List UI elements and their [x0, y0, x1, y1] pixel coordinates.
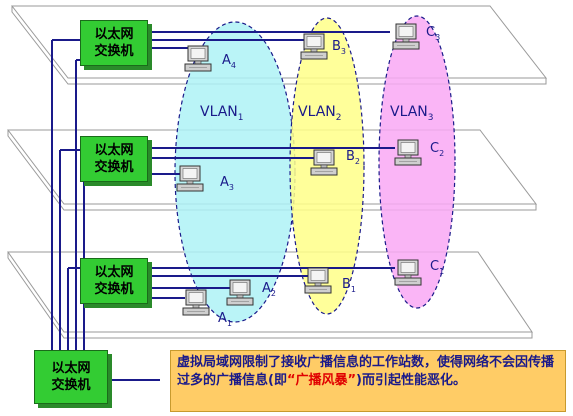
- switch-label-line2: 交换机: [94, 160, 134, 175]
- switch-label-line2: 交换机: [94, 282, 134, 297]
- pc-c1-icon: [394, 259, 422, 286]
- pc-b3-icon: [300, 33, 328, 60]
- pc-a3-icon: [176, 165, 204, 192]
- switch-label-line1: 以太网: [94, 27, 134, 42]
- station-label-c2: C2: [430, 141, 444, 158]
- note-text-part2: )而引起性能恶化。: [356, 373, 466, 388]
- pc-a4-icon: [184, 45, 212, 72]
- switch-label-line1: 以太网: [51, 361, 91, 376]
- station-label-a3: A3: [220, 175, 234, 192]
- pc-b2-icon: [310, 149, 338, 176]
- note-text-part1: 虚拟局域网限制了接收广播信息的工作站数，使得网络不会因传播过多的广播信息(即: [177, 355, 555, 388]
- switch-label-line2: 交换机: [51, 378, 91, 393]
- station-label-a4: A4: [222, 53, 236, 70]
- station-label-b2: B2: [346, 149, 360, 166]
- ethernet-switch-root[interactable]: 以太网 交换机: [34, 350, 108, 404]
- switch-label-line1: 以太网: [94, 143, 134, 158]
- floor-plane-edges: [7, 6, 547, 339]
- switch-label-line1: 以太网: [94, 265, 134, 280]
- station-label-a2: A2: [262, 281, 276, 298]
- pc-b1-icon: [304, 267, 332, 294]
- station-label-c1: C1: [430, 259, 444, 276]
- station-label-b1: B1: [342, 277, 356, 294]
- switch-label-line2: 交换机: [94, 44, 134, 59]
- pc-a2-icon: [226, 279, 254, 306]
- station-labels: A4 A3 A2 A1 B3 B2 B1 C3 C2 C1: [218, 25, 444, 328]
- workstations: [176, 23, 422, 316]
- pc-a1-icon: [182, 289, 210, 316]
- vlan-3-label: VLAN3: [390, 104, 433, 123]
- station-label-c3: C3: [426, 25, 440, 42]
- ethernet-switch-bottom[interactable]: 以太网 交换机: [80, 258, 148, 304]
- ethernet-switch-middle[interactable]: 以太网 交换机: [80, 136, 148, 182]
- station-label-b3: B3: [332, 39, 346, 56]
- pc-c3-icon: [392, 23, 420, 50]
- station-label-a1: A1: [218, 311, 232, 328]
- note-highlight: “广播风暴”: [286, 373, 357, 388]
- explanation-note: 虚拟局域网限制了接收广播信息的工作站数，使得网络不会因传播过多的广播信息(即“广…: [170, 350, 566, 412]
- pc-c2-icon: [394, 139, 422, 166]
- ethernet-switch-top[interactable]: 以太网 交换机: [80, 20, 148, 66]
- vlan-1-label: VLAN1: [200, 104, 243, 123]
- vlan-2-label: VLAN2: [298, 104, 341, 123]
